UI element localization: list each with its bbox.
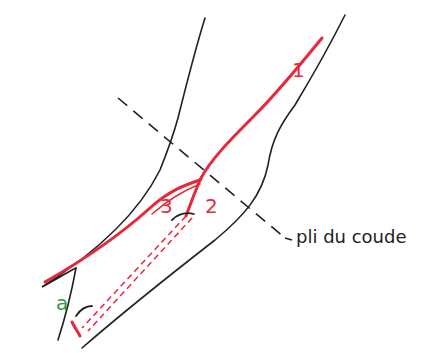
arm-outline — [82, 15, 345, 348]
red-vessel — [186, 180, 200, 216]
leader-line — [285, 238, 292, 240]
crease-line — [118, 98, 285, 238]
deep-vessel — [88, 218, 192, 331]
section-mark — [172, 213, 194, 220]
deep-vessel — [82, 216, 186, 328]
callout-number: 1 — [292, 60, 305, 80]
arm-outline — [42, 18, 205, 287]
red-vessel — [200, 38, 322, 180]
crease-label: pli du coude — [296, 228, 407, 246]
red-vessel — [45, 180, 200, 282]
callout-number: 3 — [160, 196, 173, 216]
callout-letter: a — [56, 293, 68, 313]
red-vessel — [72, 322, 80, 336]
section-mark — [76, 306, 92, 316]
callout-number: 2 — [205, 196, 218, 216]
